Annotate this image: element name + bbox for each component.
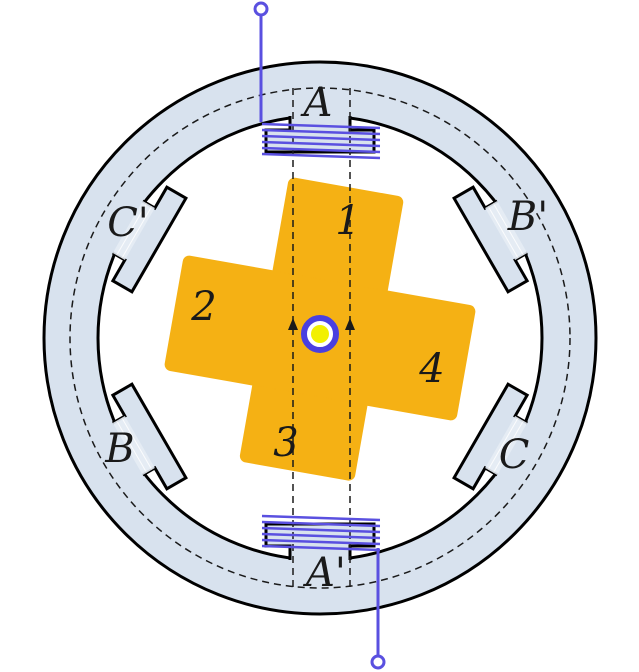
pole-label-c: C [499, 432, 530, 478]
pole-label-c-prime: C' [107, 200, 149, 246]
pole-c [452, 382, 535, 491]
rotor-tooth-label-2: 2 [190, 284, 216, 330]
pole-b-prime [452, 185, 535, 294]
coils [261, 122, 381, 552]
terminal-bottom [370, 654, 386, 670]
pole-label-a: A [300, 80, 333, 126]
pole-label-a-prime: A' [302, 550, 346, 596]
stator-poles [105, 107, 535, 569]
pole-label-b: B [104, 426, 134, 472]
lead-wires [259, 12, 380, 658]
rotor-tooth-label-3: 3 [273, 420, 298, 466]
rotor-shaft-center [311, 325, 329, 343]
terminal-top [253, 1, 269, 17]
flux-path-yoke [69, 87, 571, 589]
flux-arrow-left [288, 318, 298, 330]
pole-b [105, 382, 188, 491]
pole-label-b-prime: B' [507, 194, 548, 240]
flux-arrow-right [345, 318, 355, 330]
coil-a [261, 122, 381, 160]
rotor-tooth-label-4: 4 [418, 346, 444, 392]
coil-a-prime [261, 514, 381, 552]
pole-c-prime [105, 185, 188, 294]
rotor-tooth-label-1: 1 [335, 198, 360, 244]
